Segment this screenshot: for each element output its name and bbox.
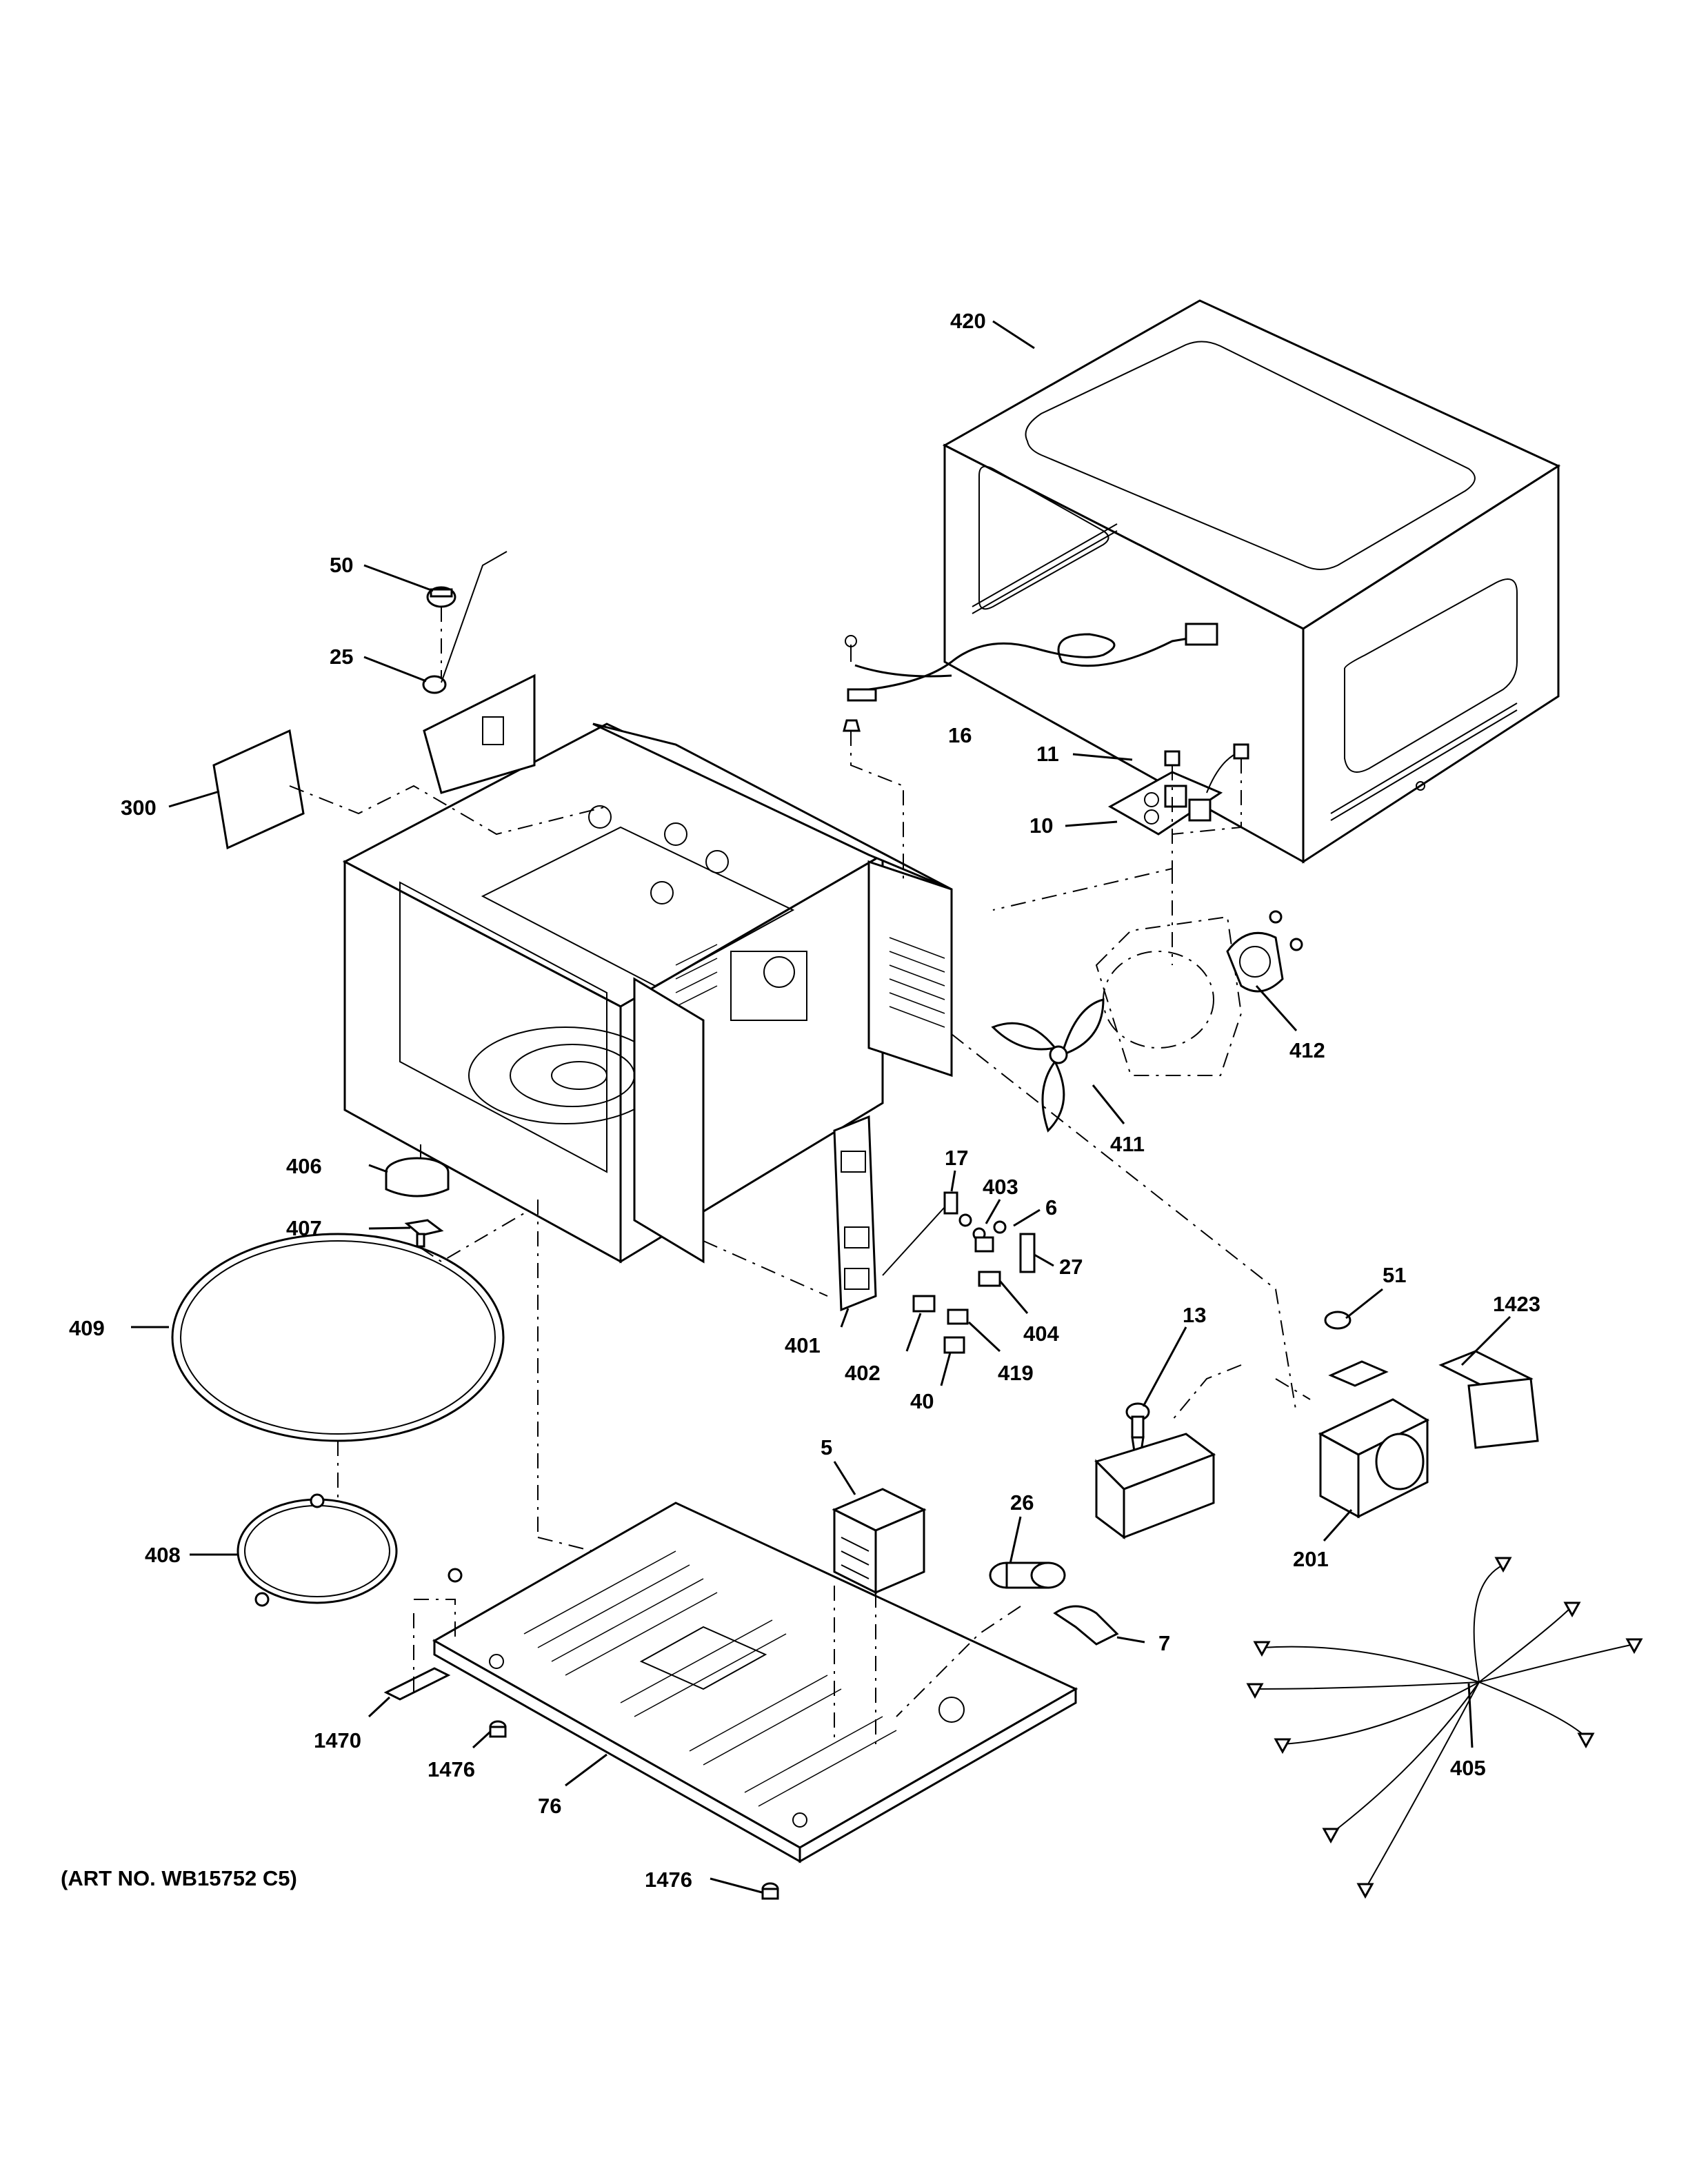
callout-10: 10: [1029, 813, 1053, 838]
transformer: [832, 1488, 927, 1595]
callout-1470: 1470: [314, 1728, 361, 1752]
callout-1476-upper: 1476: [428, 1757, 475, 1781]
callout-7: 7: [1158, 1631, 1170, 1655]
base-plate: [432, 1502, 1078, 1863]
wire-harness: [1246, 1557, 1643, 1899]
switch-bracket-27: [1019, 1233, 1036, 1273]
callout-16: 16: [948, 723, 972, 747]
callout-300: 300: [121, 796, 157, 820]
fan-duct: [1095, 916, 1243, 1076]
assembly-lines: [289, 607, 1311, 1751]
base-bracket: [383, 1667, 451, 1701]
callout-408: 408: [145, 1543, 181, 1567]
callout-11: 11: [1036, 742, 1059, 766]
switch-lever: [882, 1191, 958, 1276]
rubber-foot-1: [489, 1720, 507, 1738]
callout-411: 411: [1110, 1132, 1145, 1156]
noise-filter-board: [1107, 771, 1223, 836]
callout-406: 406: [286, 1154, 322, 1178]
glass-tray: [171, 1233, 505, 1442]
door-latch-assembly: [833, 1115, 877, 1312]
callout-201: 201: [1293, 1547, 1329, 1571]
callout-6: 6: [1045, 1195, 1057, 1220]
callout-40: 40: [910, 1389, 934, 1413]
callout-13: 13: [1183, 1303, 1206, 1327]
thermistor-sensor: [422, 551, 508, 694]
thermal-protector: [426, 586, 456, 608]
callout-1423: 1423: [1493, 1292, 1540, 1316]
outer-case-wrapper: [942, 299, 1561, 864]
switch-402: [912, 1295, 936, 1313]
fuse: [1164, 750, 1180, 767]
callout-51: 51: [1383, 1263, 1406, 1287]
fan-motor: [1226, 910, 1303, 993]
fan-blade: [991, 998, 1105, 1133]
magnetron-thermal-protector: [1324, 1311, 1352, 1330]
magnetron-bracket: [1328, 1360, 1389, 1387]
cover-plate: [212, 729, 305, 850]
callout-407: 407: [286, 1216, 322, 1240]
capacitor-bracket: [1053, 1605, 1119, 1646]
callout-404: 404: [1023, 1322, 1059, 1346]
callout-405: 405: [1450, 1756, 1486, 1780]
callout-419: 419: [998, 1361, 1034, 1385]
callout-409: 409: [69, 1316, 105, 1340]
filter-terminal: [1233, 743, 1249, 760]
callout-1476-lower: 1476: [645, 1868, 692, 1892]
callout-412: 412: [1289, 1038, 1325, 1062]
callout-403: 403: [983, 1175, 1018, 1199]
switch-419: [947, 1308, 969, 1325]
callout-401: 401: [785, 1333, 821, 1357]
air-duct: [1438, 1350, 1539, 1449]
callout-76: 76: [538, 1794, 561, 1818]
roller-ring: [237, 1493, 463, 1607]
callout-labels: 420 50 25 300 16 11 10 412 411 407 406 1…: [69, 309, 1540, 1892]
callout-402: 402: [845, 1361, 881, 1385]
sensor-bracket: [423, 674, 536, 794]
power-cord: [843, 623, 1218, 732]
art-number: (ART NO. WB15752 C5): [61, 1866, 297, 1890]
lamp-bracket: [1094, 1433, 1216, 1539]
callout-5: 5: [821, 1435, 832, 1459]
magnetron: [1318, 1398, 1430, 1519]
callout-27: 27: [1059, 1255, 1083, 1279]
door-switch-6: [974, 1236, 994, 1253]
oven-lamp: [1125, 1402, 1150, 1453]
turntable-coupler: [404, 1219, 444, 1248]
callout-420: 420: [950, 309, 986, 333]
rubber-foot-2: [761, 1882, 779, 1900]
latch-screws: [958, 1213, 1007, 1241]
callout-17: 17: [945, 1146, 968, 1170]
capacitor: [989, 1561, 1066, 1589]
callout-25: 25: [330, 645, 353, 669]
callout-50: 50: [330, 553, 353, 577]
leader-lines: [131, 320, 1511, 1894]
callout-26: 26: [1010, 1490, 1034, 1515]
switch-40: [943, 1336, 965, 1354]
switch-404: [978, 1271, 1001, 1287]
